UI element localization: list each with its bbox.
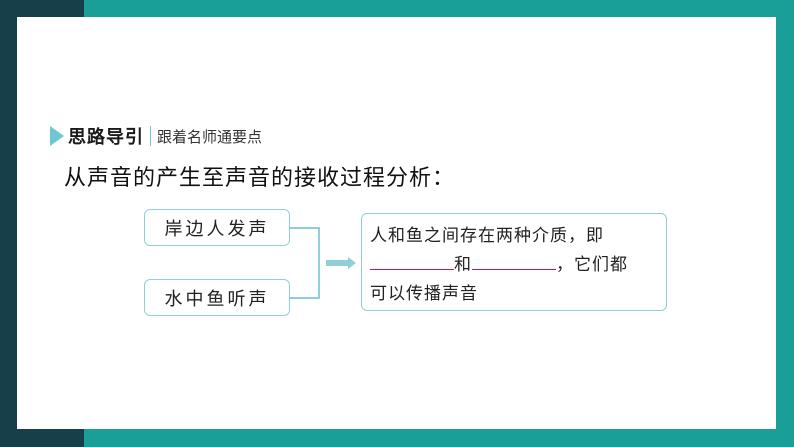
right-arrow-icon	[326, 257, 356, 269]
answer-blank-2[interactable]	[472, 251, 556, 270]
after-blank-text: ，它们都	[556, 255, 628, 275]
header-title: 思路导引	[68, 127, 144, 148]
question-text: 从声音的产生至声音的接收过程分析：	[64, 166, 456, 191]
and-text: 和	[454, 255, 472, 275]
result-line-3: 可以传播声音	[370, 284, 478, 304]
result-line-1: 人和鱼之间存在两种介质，即	[370, 226, 604, 246]
section-header: 思路导引 跟着名师通要点	[50, 122, 262, 150]
connector-bottom	[290, 297, 320, 299]
box-top: 岸边人发声	[144, 209, 290, 246]
header-subtitle: 跟着名师通要点	[157, 127, 263, 146]
result-line-2: 和 ，它们都	[370, 251, 658, 280]
play-arrow-icon	[50, 126, 64, 146]
box-bottom: 水中鱼听声	[144, 279, 290, 316]
header-divider	[150, 126, 151, 146]
slide-canvas	[17, 17, 776, 429]
result-box: 人和鱼之间存在两种介质，即 和 ，它们都 可以传播声音	[361, 213, 667, 311]
answer-blank-1[interactable]	[370, 251, 454, 270]
connector-top	[290, 227, 320, 229]
connector-vertical	[318, 227, 320, 299]
